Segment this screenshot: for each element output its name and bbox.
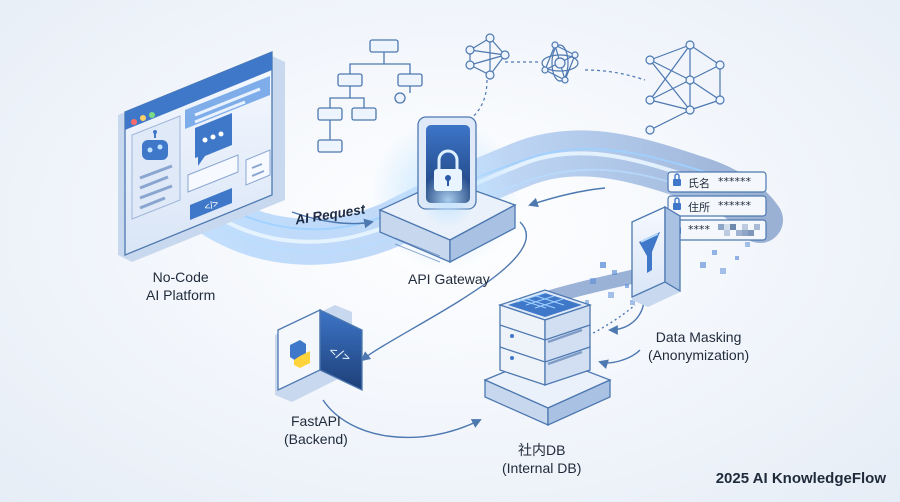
db-grid-panel xyxy=(508,292,582,317)
masked-field-name xyxy=(667,171,767,193)
platform-label-line2: AI Platform xyxy=(146,287,216,303)
db-label-line1: 社内DB xyxy=(517,442,566,458)
chat-bubble-icon xyxy=(195,113,232,166)
api-gateway-device xyxy=(370,116,520,270)
masked-field-address-label: 住所 xyxy=(688,201,710,214)
brand-footer: 2025 AI KnowledgeFlow xyxy=(715,470,886,487)
platform-label: No-Code AI Platform xyxy=(146,268,215,304)
data-masking-panel xyxy=(631,205,681,307)
masked-field-name-value: ****** xyxy=(718,175,751,188)
window-maximize-dot xyxy=(149,112,155,118)
internal-db-server xyxy=(483,289,612,427)
neural-network-icon xyxy=(419,33,725,141)
fastapi-backend: </> xyxy=(275,305,363,402)
masking-label: Data Masking (Anonymization) xyxy=(648,328,749,364)
lock-icon xyxy=(434,149,462,191)
db-label-line2: (Internal DB) xyxy=(502,460,582,476)
masked-field-address xyxy=(667,195,767,217)
no-code-platform-window: </> xyxy=(118,51,285,262)
masked-fields xyxy=(667,171,767,241)
filter-funnel-icon xyxy=(639,232,660,273)
fastapi-label: FastAPI (Backend) xyxy=(284,412,348,448)
masked-field-address-value: ****** xyxy=(718,199,751,212)
fastapi-label-line2: (Backend) xyxy=(284,431,348,447)
masking-label-line2: (Anonymization) xyxy=(648,347,750,363)
platform-ui-button-text: </> xyxy=(203,198,221,214)
data-particles xyxy=(585,242,750,305)
connector-lines xyxy=(291,187,645,439)
flowchart-icon xyxy=(317,39,423,153)
platform-ui-button xyxy=(190,188,232,220)
db-label: 社内DB (Internal DB) xyxy=(502,441,581,477)
python-logo-icon xyxy=(290,340,310,368)
masking-label-line1: Data Masking xyxy=(655,329,742,345)
window-minimize-dot xyxy=(140,115,146,121)
masked-field-other-label: **** xyxy=(688,223,710,236)
window-close-dot xyxy=(131,119,137,125)
robot-icon xyxy=(142,130,168,160)
fastapi-label-line1: FastAPI xyxy=(291,413,341,429)
masked-field-name-label: 氏名 xyxy=(688,177,710,190)
platform-label-line1: No-Code xyxy=(152,269,209,285)
gateway-label: API Gateway xyxy=(408,271,490,287)
pixelated-value xyxy=(718,224,760,236)
